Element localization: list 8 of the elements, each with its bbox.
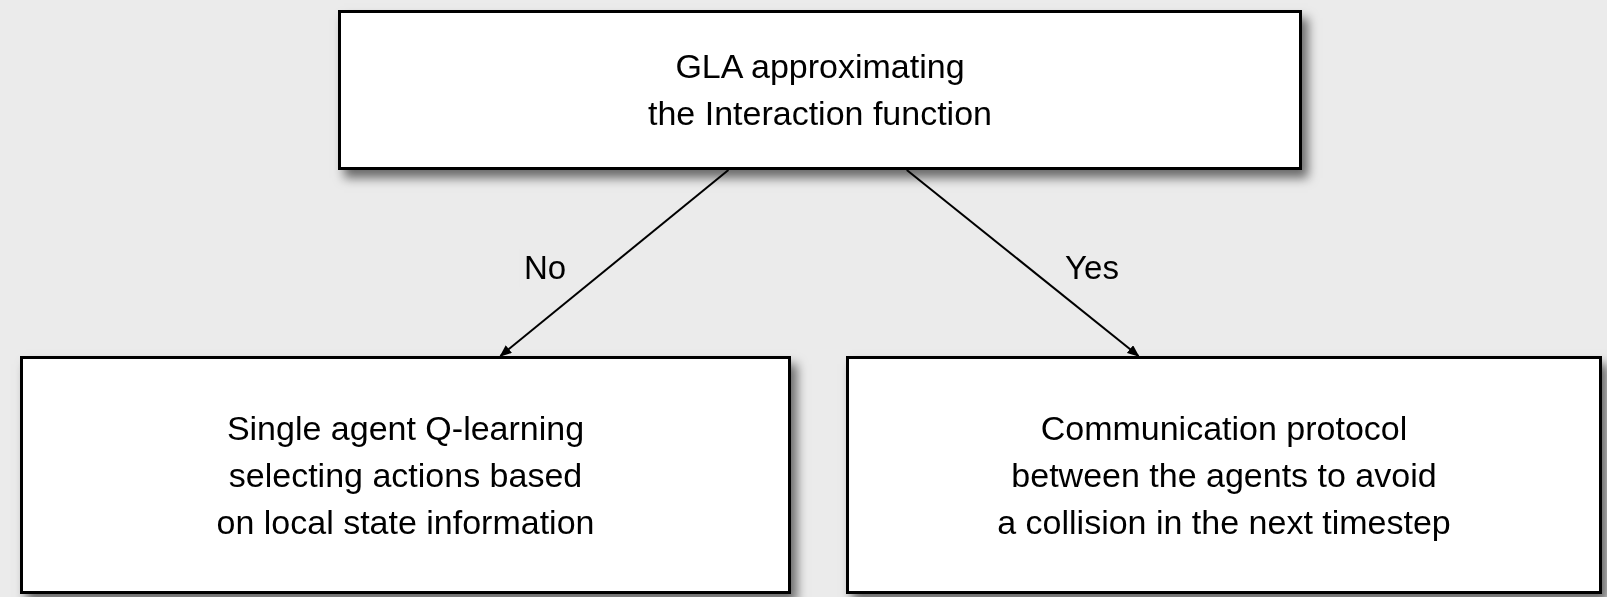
process-box xyxy=(338,10,1302,170)
arrow xyxy=(499,169,730,357)
process-box xyxy=(20,356,791,594)
box-text: Communication protocol between the agents to avoid a collision in the next timestep xyxy=(996,407,1452,543)
arrow xyxy=(905,169,1140,357)
process-box xyxy=(846,356,1602,594)
box-text: Single agent Q-learning selecting actions based on local state information xyxy=(215,407,596,543)
box-text: GLA approximating the Interaction function xyxy=(647,46,993,134)
